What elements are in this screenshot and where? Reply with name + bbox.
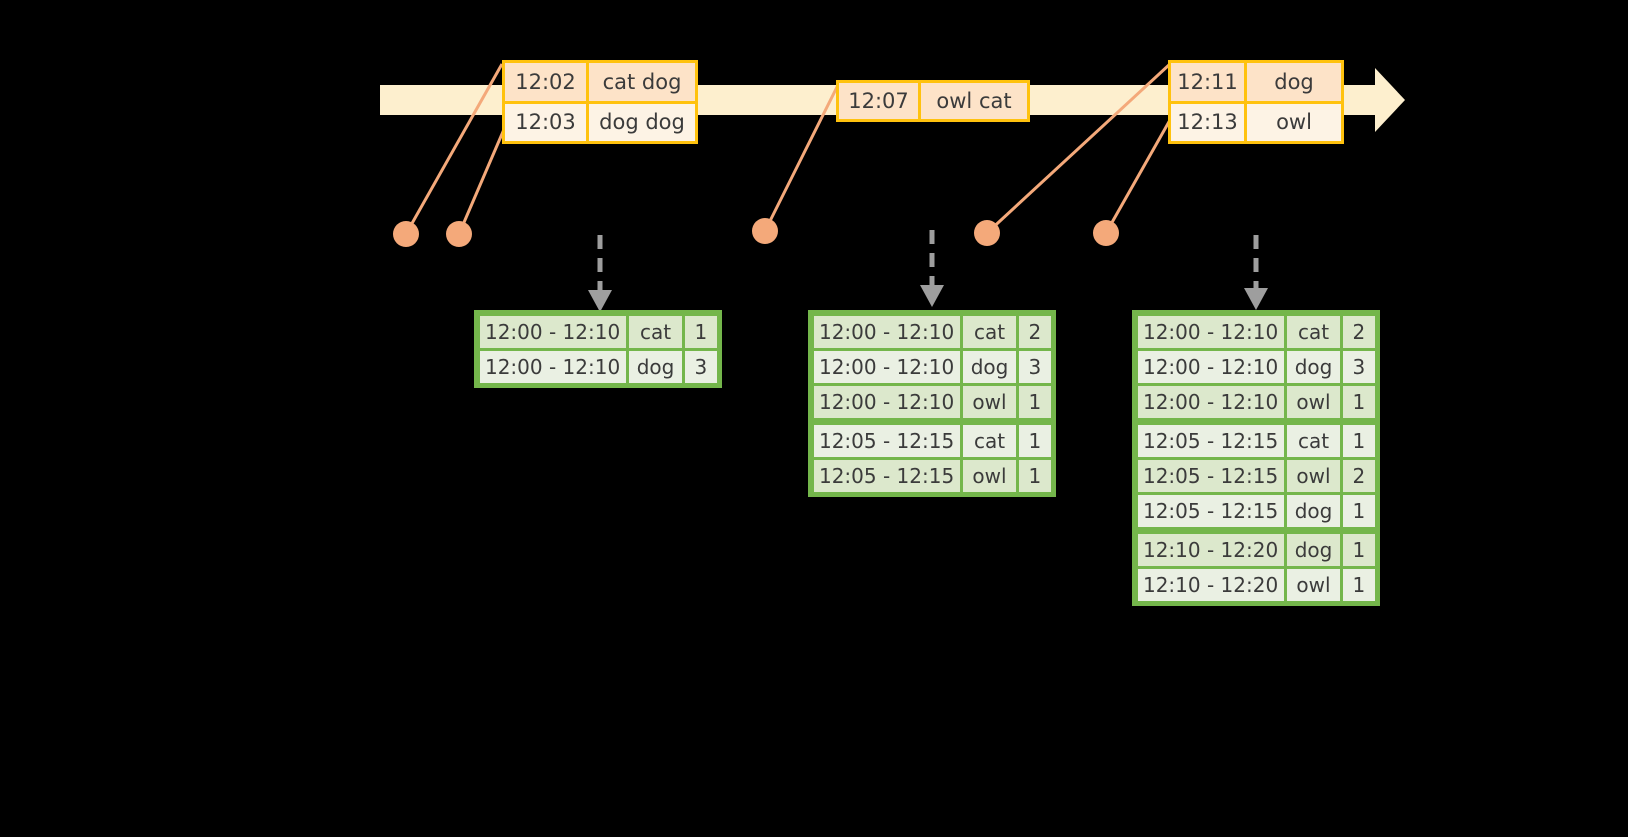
window-cell: 12:05 - 12:15 — [813, 424, 960, 457]
word-cell: cat — [1286, 424, 1341, 457]
event-row: 12:03 dog dog — [505, 100, 695, 141]
window-cell: 12:05 - 12:15 — [1137, 459, 1284, 492]
event-words: dog — [1247, 63, 1341, 101]
count-cell: 3 — [1343, 350, 1375, 383]
window-cell: 12:00 - 12:10 — [813, 350, 960, 383]
count-cell: 1 — [685, 315, 717, 348]
count-cell: 1 — [1019, 385, 1051, 418]
count-cell: 1 — [1343, 424, 1375, 457]
event-words: cat dog — [589, 63, 695, 101]
count-cell: 1 — [1343, 494, 1375, 527]
word-cell: dog — [1286, 350, 1341, 383]
window-cell: 12:00 - 12:10 — [1137, 385, 1284, 418]
event-words: dog dog — [589, 103, 695, 141]
word-cell: cat — [1286, 315, 1341, 348]
event-group-2[interactable]: 12:07 owl cat — [836, 80, 1030, 122]
event-row: 12:13 owl — [1171, 100, 1341, 141]
count-cell: 2 — [1343, 315, 1375, 348]
event-row: 12:02 cat dog — [505, 63, 695, 101]
word-cell: dog — [1286, 494, 1341, 527]
event-words: owl cat — [921, 83, 1027, 119]
event-time: 12:03 — [505, 103, 589, 141]
window-cell: 12:00 - 12:10 — [813, 385, 960, 418]
count-cell: 2 — [1343, 459, 1375, 492]
word-cell: owl — [962, 385, 1017, 418]
trigger-arrows — [597, 230, 1259, 293]
window-cell: 12:00 - 12:10 — [479, 315, 626, 348]
count-cell: 1 — [1019, 424, 1051, 457]
watermark-dots — [393, 218, 1119, 247]
word-cell: owl — [962, 459, 1017, 492]
event-row: 12:07 owl cat — [839, 83, 1027, 119]
word-cell: cat — [962, 315, 1017, 348]
word-cell: owl — [1286, 385, 1341, 418]
event-words: owl — [1247, 103, 1341, 141]
count-cell: 1 — [1343, 533, 1375, 566]
event-time: 12:13 — [1171, 103, 1247, 141]
table-group-separator — [1136, 419, 1376, 423]
word-cell: owl — [1286, 568, 1341, 601]
window-cell: 12:00 - 12:10 — [813, 315, 960, 348]
event-group-1[interactable]: 12:02 cat dog 12:03 dog dog — [502, 60, 698, 144]
count-cell: 1 — [1343, 568, 1375, 601]
word-cell: cat — [628, 315, 683, 348]
event-time: 12:11 — [1171, 63, 1247, 101]
count-cell: 1 — [1343, 385, 1375, 418]
word-cell: cat — [962, 424, 1017, 457]
event-row: 12:11 dog — [1171, 63, 1341, 101]
event-time: 12:07 — [839, 83, 921, 119]
event-time: 12:02 — [505, 63, 589, 101]
table-group-separator — [1136, 528, 1376, 532]
word-cell: dog — [962, 350, 1017, 383]
word-cell: owl — [1286, 459, 1341, 492]
window-cell: 12:05 - 12:15 — [1137, 424, 1284, 457]
count-cell: 3 — [685, 350, 717, 383]
trigger-arrowheads — [588, 285, 1268, 312]
word-cell: dog — [628, 350, 683, 383]
window-cell: 12:05 - 12:15 — [1137, 494, 1284, 527]
event-group-3[interactable]: 12:11 dog 12:13 owl — [1168, 60, 1344, 144]
count-cell: 1 — [1019, 459, 1051, 492]
window-cell: 12:10 - 12:20 — [1137, 533, 1284, 566]
count-cell: 2 — [1019, 315, 1051, 348]
count-cell: 3 — [1019, 350, 1051, 383]
window-cell: 12:00 - 12:10 — [479, 350, 626, 383]
window-cell: 12:05 - 12:15 — [813, 459, 960, 492]
window-cell: 12:10 - 12:20 — [1137, 568, 1284, 601]
window-cell: 12:00 - 12:10 — [1137, 350, 1284, 383]
window-cell: 12:00 - 12:10 — [1137, 315, 1284, 348]
word-cell: dog — [1286, 533, 1341, 566]
table-group-separator — [812, 419, 1052, 423]
